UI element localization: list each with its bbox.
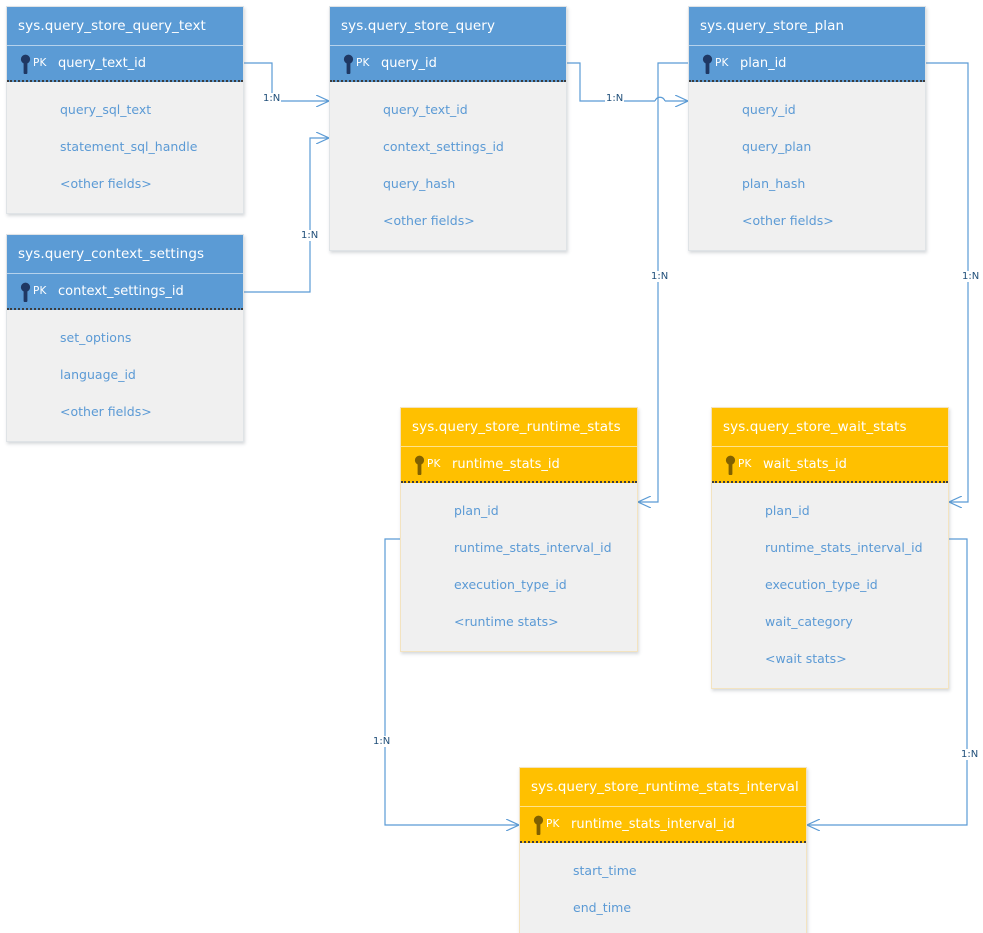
key-icon	[343, 54, 354, 74]
key-icon	[20, 282, 31, 302]
entity-primary-key-row-runtime_stats[interactable]: PK runtime_stats_id	[401, 446, 637, 483]
pk-badge: PK	[715, 57, 729, 69]
entity-field[interactable]: context_settings_id	[383, 139, 504, 154]
entity-field[interactable]: query_plan	[742, 139, 812, 154]
pk-field-name: query_text_id	[58, 56, 147, 71]
entity-field[interactable]: language_id	[60, 367, 136, 382]
entity-title-plan: sys.query_store_plan	[689, 7, 925, 45]
entity-field[interactable]: set_options	[60, 330, 132, 345]
entity-title-query: sys.query_store_query	[330, 7, 566, 45]
entity-field[interactable]: query_sql_text	[60, 102, 152, 117]
entity-field[interactable]: execution_type_id	[765, 577, 878, 592]
cardinality-label-rel-query-plan: 1:N	[605, 93, 625, 104]
entity-fields-runtime_stats: plan_id runtime_stats_interval_id executio…	[401, 483, 637, 651]
cardinality-label-rel-plan-wait: 1:N	[961, 271, 981, 282]
entity-field[interactable]: <other fields>	[60, 404, 152, 419]
key-icon	[533, 815, 544, 835]
entity-field[interactable]: query_hash	[383, 176, 456, 191]
entity-fields-plan: query_id query_plan plan_hash <other fields…	[689, 82, 925, 250]
entity-field[interactable]: query_id	[742, 102, 796, 117]
entity-primary-key-row-query[interactable]: PK query_id	[330, 45, 566, 82]
entity-fields-context_settings: set_options language_id <other fields>	[7, 310, 243, 441]
cardinality-label-rel-plan-runtime: 1:N	[650, 271, 670, 282]
entity-field[interactable]: plan_id	[765, 503, 810, 518]
cardinality-label-rel-text-query: 1:N	[262, 93, 282, 104]
entity-primary-key-row-query_text[interactable]: PK query_text_id	[7, 45, 243, 82]
entity-primary-key-row-plan[interactable]: PK plan_id	[689, 45, 925, 82]
pk-badge: PK	[427, 458, 441, 470]
entity-field[interactable]: <other fields>	[742, 213, 834, 228]
entity-field[interactable]: start_time	[573, 863, 637, 878]
entity-title-runtime_stats_interval: sys.query_store_runtime_stats_interval	[520, 768, 806, 806]
entity-primary-key-row-wait_stats[interactable]: PK wait_stats_id	[712, 446, 948, 483]
key-icon	[20, 54, 31, 74]
connector-query-to-plan-hop	[654, 96, 666, 102]
pk-field-name: query_id	[381, 56, 437, 71]
pk-badge: PK	[356, 57, 370, 69]
cardinality-label-rel-interval-wait: 1:N	[960, 749, 980, 760]
entity-field[interactable]: execution_type_id	[454, 577, 567, 592]
pk-badge: PK	[546, 818, 560, 830]
pk-field-name: runtime_stats_interval_id	[571, 817, 735, 832]
entity-fields-wait_stats: plan_id runtime_stats_interval_id executio…	[712, 483, 948, 688]
entity-field[interactable]: runtime_stats_interval_id	[454, 540, 612, 555]
entity-field[interactable]: query_text_id	[383, 102, 468, 117]
entity-field[interactable]: statement_sql_handle	[60, 139, 198, 154]
key-icon	[414, 455, 425, 475]
entity-fields-runtime_stats_interval: start_time end_time	[520, 843, 806, 933]
entity-title-query_text: sys.query_store_query_text	[7, 7, 243, 45]
entity-primary-key-row-context_settings[interactable]: PK context_settings_id	[7, 273, 243, 310]
entity-field[interactable]: <other fields>	[383, 213, 475, 228]
entity-field[interactable]: <wait stats>	[765, 651, 847, 666]
connector-context-to-query	[244, 138, 329, 293]
entity-field[interactable]: end_time	[573, 900, 632, 915]
pk-badge: PK	[33, 285, 47, 297]
key-icon	[725, 455, 736, 475]
entity-title-runtime_stats: sys.query_store_runtime_stats	[401, 408, 637, 446]
cardinality-label-rel-context-query: 1:N	[300, 230, 320, 241]
entity-fields-query: query_text_id context_settings_id query_ha…	[330, 82, 566, 250]
key-icon	[702, 54, 713, 74]
pk-field-name: context_settings_id	[58, 284, 184, 299]
entity-primary-key-row-runtime_stats_interval[interactable]: PK runtime_stats_interval_id	[520, 806, 806, 843]
pk-badge: PK	[33, 57, 47, 69]
entity-field[interactable]: runtime_stats_interval_id	[765, 540, 923, 555]
entity-title-wait_stats: sys.query_store_wait_stats	[712, 408, 948, 446]
entity-field[interactable]: plan_id	[454, 503, 499, 518]
entity-fields-query_text: query_sql_text statement_sql_handle <other…	[7, 82, 243, 213]
entity-field[interactable]: plan_hash	[742, 176, 806, 191]
pk-field-name: runtime_stats_id	[452, 457, 560, 472]
entity-title-context_settings: sys.query_context_settings	[7, 235, 243, 273]
cardinality-label-rel-interval-runtime: 1:N	[372, 736, 392, 747]
pk-badge: PK	[738, 458, 752, 470]
entity-field[interactable]: <runtime stats>	[454, 614, 559, 629]
connector-plan-to-runtime-stats	[638, 62, 688, 502]
pk-field-name: wait_stats_id	[763, 457, 847, 472]
entity-field[interactable]: wait_category	[765, 614, 853, 629]
entity-field[interactable]: <other fields>	[60, 176, 152, 191]
pk-field-name: plan_id	[740, 56, 787, 71]
